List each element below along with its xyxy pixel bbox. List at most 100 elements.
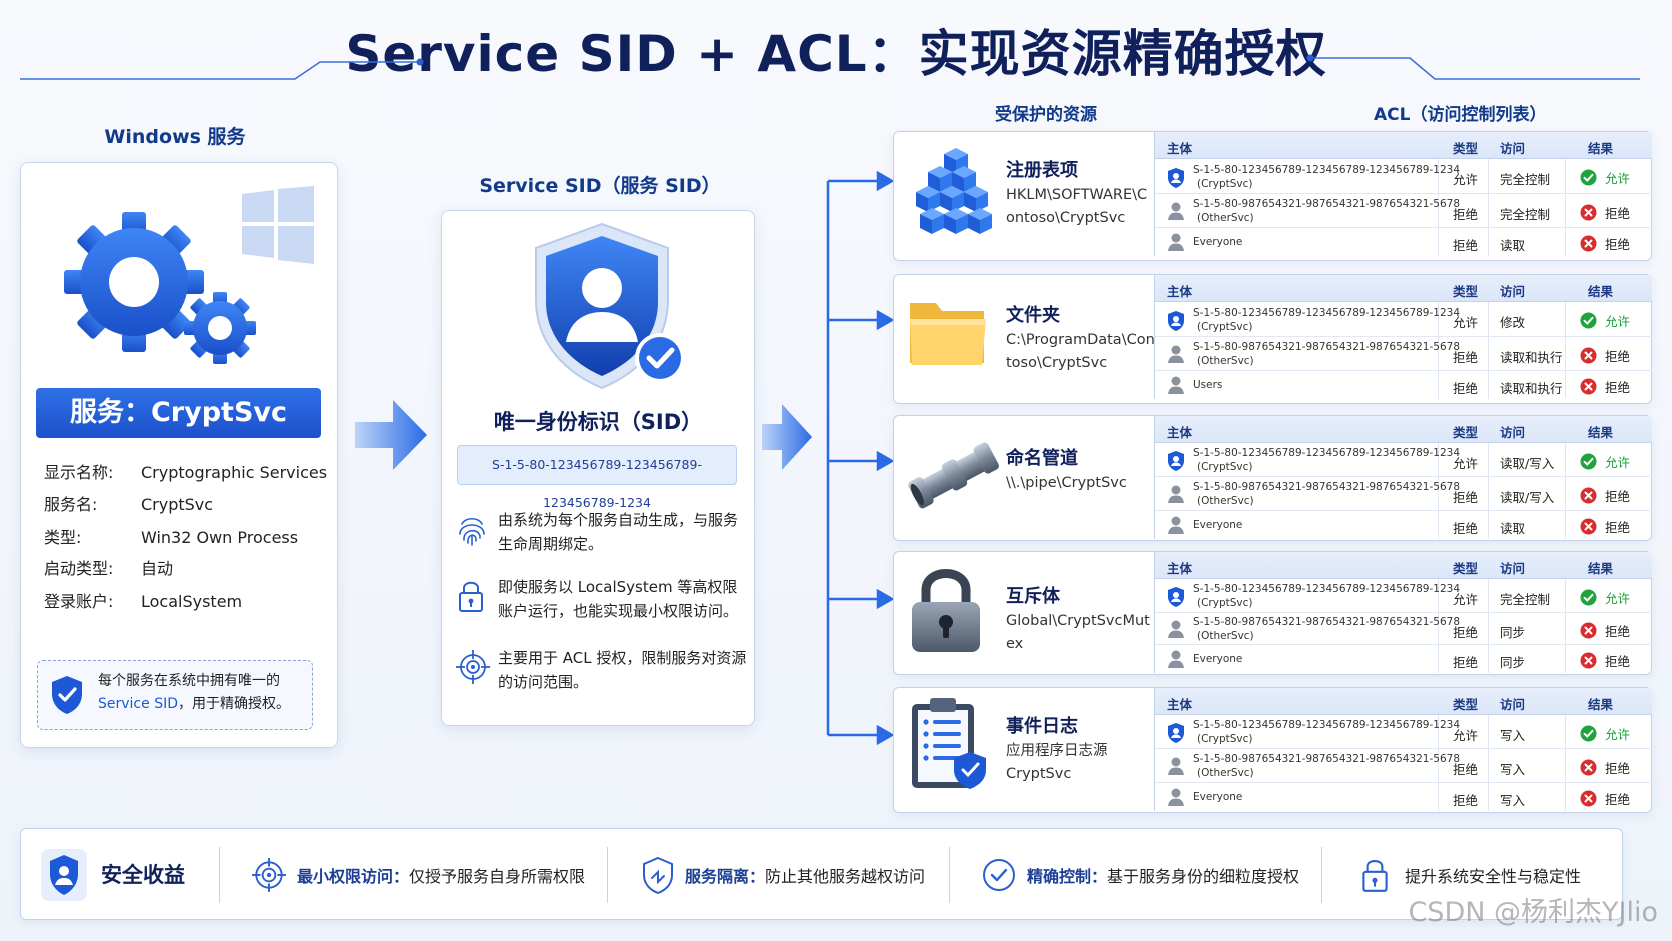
- user-icon: [1168, 376, 1184, 394]
- title-deco-right: [1306, 54, 1640, 80]
- acl-column-access: 访问: [1500, 697, 1526, 712]
- resource-name: 事件日志: [1006, 716, 1078, 737]
- acl-column-result: 结果: [1588, 425, 1614, 440]
- principal-sid: S-1-5-80-987654321-987654321-987654321-5…: [1193, 616, 1461, 628]
- acl-result-text: 允许: [1605, 454, 1631, 470]
- acl-table-header: 主体类型访问结果: [1155, 688, 1652, 715]
- principal-service: (OtherSvc): [1197, 767, 1254, 779]
- acl-result: 拒绝: [1580, 758, 1630, 777]
- acl-column-type: 类型: [1453, 425, 1479, 440]
- title-deco-left: [20, 58, 424, 80]
- pipe-icon: [906, 434, 1002, 518]
- principal-service: (OtherSvc): [1197, 630, 1254, 642]
- user-icon: [1168, 345, 1184, 363]
- acl-result-text: 拒绝: [1605, 519, 1631, 535]
- acl-result: 拒绝: [1580, 651, 1630, 670]
- acl-result: 允许: [1580, 311, 1630, 330]
- acl-principal: Everyone: [1193, 518, 1242, 532]
- acl-result: 拒绝: [1580, 346, 1630, 365]
- divider: [219, 847, 220, 903]
- acl-access: 同步: [1500, 654, 1526, 670]
- acl-column-result: 结果: [1588, 284, 1614, 299]
- acl-result: 允许: [1580, 452, 1630, 471]
- acl-result-text: 拒绝: [1605, 760, 1631, 776]
- acl-access: 同步: [1500, 624, 1526, 640]
- acl-principal: S-1-5-80-987654321-987654321-987654321-5…: [1193, 197, 1460, 225]
- deny-x-icon: [1580, 347, 1597, 363]
- padlock-icon: [906, 564, 986, 660]
- user-icon: [1166, 232, 1186, 255]
- acl-access: 读取和执行: [1500, 380, 1563, 396]
- acl-principal: Users: [1193, 378, 1222, 392]
- acl-row: Everyone 拒绝 同步 拒绝: [1155, 645, 1652, 673]
- acl-access: 完全控制: [1500, 172, 1551, 187]
- user-icon: [1166, 756, 1186, 779]
- acl-column-principal: 主体: [1167, 284, 1193, 299]
- resource-path: HKLM\SOFTWARE\Contoso\CryptSvc: [1006, 187, 1148, 226]
- deny-x-icon: [1580, 518, 1597, 535]
- acl-result: 拒绝: [1580, 486, 1630, 505]
- acl-result: 拒绝: [1580, 621, 1630, 640]
- principal-sid: S-1-5-80-987654321-987654321-987654321-5…: [1193, 481, 1461, 493]
- benefit-precise-control: 精确控制：基于服务身份的细粒度授权: [981, 829, 1299, 921]
- acl-principal: S-1-5-80-123456789-123456789-123456789-1…: [1193, 306, 1460, 334]
- windows-logo-icon: [242, 186, 314, 264]
- acl-column-type: 类型: [1453, 561, 1479, 576]
- target-icon: [252, 858, 286, 892]
- service-shield-icon: [1166, 722, 1186, 747]
- prop-type: 类型:Win32 Own Process: [44, 528, 299, 547]
- acl-column-principal: 主体: [1167, 697, 1193, 712]
- principal-name: Everyone: [1193, 653, 1243, 665]
- service-shield-icon: [1168, 723, 1184, 743]
- divider: [607, 847, 608, 903]
- acl-principal: S-1-5-80-987654321-987654321-987654321-5…: [1193, 480, 1460, 508]
- acl-row: Users 拒绝 读取和执行 拒绝: [1155, 371, 1652, 399]
- acl-principal: S-1-5-80-123456789-123456789-123456789-1…: [1193, 582, 1460, 610]
- flow-arrow-service-to-sid: [355, 400, 427, 470]
- allow-check-icon: [1580, 312, 1597, 329]
- acl-result-text: 拒绝: [1605, 379, 1631, 395]
- deny-x-icon: [1580, 518, 1597, 534]
- acl-type: 拒绝: [1453, 349, 1479, 365]
- user-icon: [1168, 620, 1184, 638]
- principal-service: (CryptSvc): [1197, 320, 1253, 333]
- acl-type: 允许: [1453, 172, 1479, 187]
- user-icon: [1168, 202, 1184, 220]
- principal-sid: S-1-5-80-987654321-987654321-987654321-5…: [1193, 198, 1461, 210]
- acl-access: 读取: [1500, 520, 1526, 536]
- resource-name: 互斥体: [1006, 586, 1060, 607]
- acl-column-type: 类型: [1453, 141, 1479, 156]
- acl-result-text: 允许: [1605, 314, 1631, 329]
- watermark: CSDN @杨利杰YJlio: [1408, 897, 1658, 928]
- service-shield-icon: [1168, 310, 1184, 331]
- deny-x-icon: [1580, 378, 1597, 395]
- principal-sid: S-1-5-80-123456789-123456789-123456789-1…: [1193, 306, 1461, 319]
- acl-type: 拒绝: [1453, 380, 1479, 396]
- user-icon: [1168, 485, 1184, 503]
- acl-type: 拒绝: [1453, 654, 1479, 670]
- resources-heading: 受保护的资源: [995, 105, 1097, 125]
- principal-service: (CryptSvc): [1197, 597, 1253, 609]
- acl-row: S-1-5-80-123456789-123456789-123456789-1…: [1155, 579, 1652, 613]
- acl-access: 读取/写入: [1500, 489, 1555, 505]
- benefit-stability: 提升系统安全性与稳定性: [1359, 829, 1581, 921]
- acl-result-text: 拒绝: [1605, 488, 1631, 504]
- acl-column-principal: 主体: [1167, 425, 1193, 440]
- deny-x-icon: [1580, 235, 1597, 252]
- user-icon: [1168, 650, 1184, 668]
- acl-principal: S-1-5-80-987654321-987654321-987654321-5…: [1193, 752, 1460, 780]
- user-icon: [1168, 757, 1184, 775]
- allow-check-icon: [1580, 725, 1597, 741]
- resource-path: Global\CryptSvcMutex: [1006, 613, 1150, 652]
- acl-row: S-1-5-80-987654321-987654321-987654321-5…: [1155, 194, 1652, 228]
- shield-isolation-icon: [643, 856, 673, 894]
